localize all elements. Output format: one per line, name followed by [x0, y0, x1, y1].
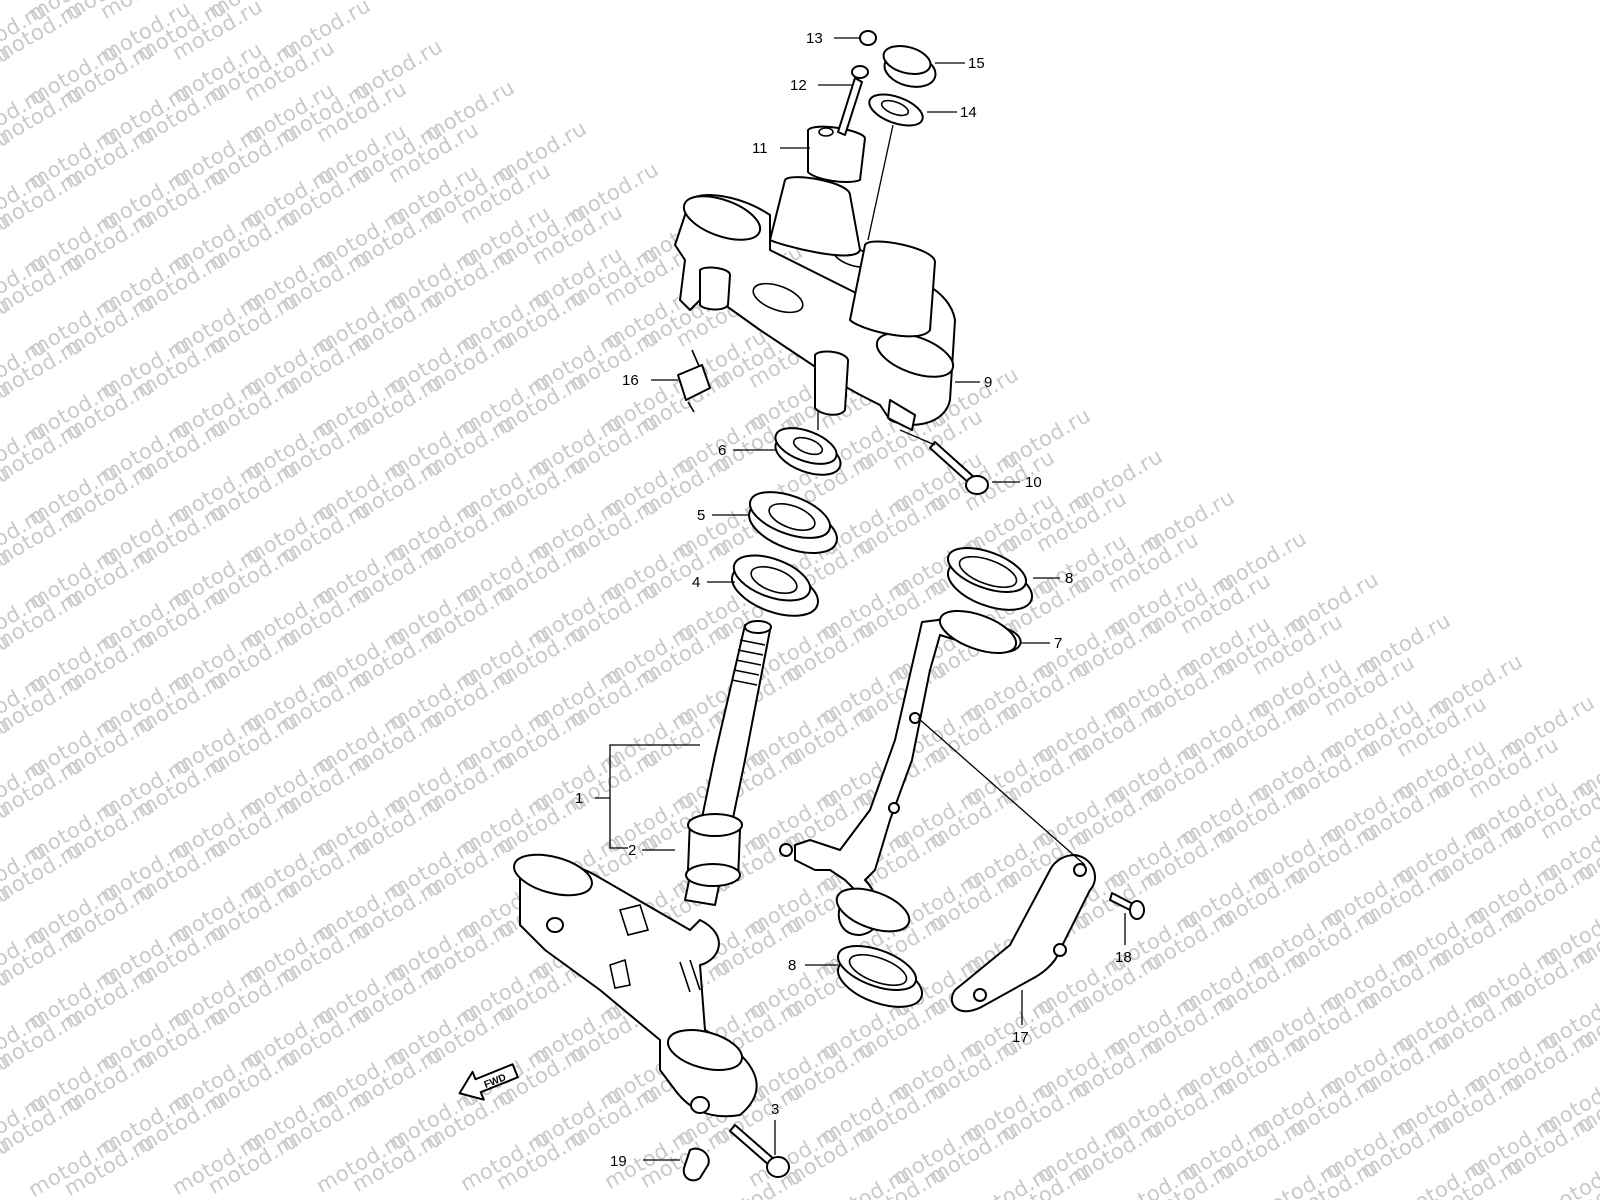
callout-1: 1: [575, 790, 583, 807]
bolt-part-12: [837, 65, 869, 136]
steering-stem-part-1: [513, 620, 772, 1118]
clip-part-19: [682, 1147, 710, 1182]
callout-7: 7: [1054, 635, 1062, 652]
callout-10: 10: [1025, 474, 1042, 491]
cap-part-11: [807, 125, 866, 183]
callout-12: 12: [790, 77, 807, 94]
bolt-part-3: [729, 1124, 790, 1178]
callout-8-lower: 8: [788, 957, 796, 974]
bolt-part-18: [1109, 892, 1145, 920]
callout-4: 4: [692, 574, 700, 591]
callout-2: 2: [628, 842, 636, 859]
center-lines: [817, 124, 1086, 866]
callout-3: 3: [771, 1101, 779, 1118]
cap-part-15: [882, 44, 937, 88]
callouts: 13 15 12 14 11 9 16 6 10 5 8 4 7 1 2 8 1…: [575, 30, 1132, 1170]
callout-8-upper: 8: [1065, 570, 1073, 587]
callout-14: 14: [960, 104, 977, 121]
callout-18: 18: [1115, 949, 1132, 966]
callout-13: 13: [806, 30, 823, 47]
ring-part-8-lower: [836, 945, 923, 1008]
callout-6: 6: [718, 442, 726, 459]
bearing-part-4: [731, 554, 819, 617]
seal-part-5: [748, 491, 838, 554]
plate-part-17: [950, 854, 1096, 1013]
washer-part-14: [868, 93, 924, 127]
callout-9: 9: [984, 374, 992, 391]
bolt-part-10: [929, 441, 989, 495]
bolt-part-13: [859, 30, 877, 46]
leader-lines: [595, 37, 1126, 1161]
bracket-part-7: [779, 609, 1022, 936]
callout-16: 16: [622, 372, 639, 389]
callout-17: 17: [1012, 1029, 1029, 1046]
callout-11: 11: [752, 140, 768, 157]
upper-bracket-part-9: [674, 176, 956, 431]
callout-19: 19: [610, 1153, 627, 1170]
callout-5: 5: [697, 507, 705, 524]
fwd-arrow-icon: FWD: [458, 1063, 519, 1101]
callout-15: 15: [968, 55, 985, 72]
ring-part-8-upper: [946, 547, 1033, 611]
nut-part-6: [774, 427, 842, 476]
damper-part-16: [677, 349, 711, 413]
